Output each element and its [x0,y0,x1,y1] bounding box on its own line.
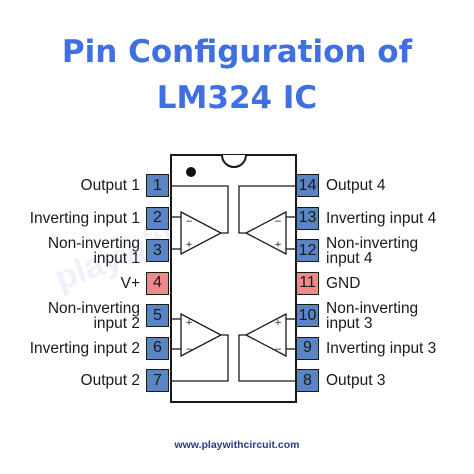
pin-9: 9 [296,336,319,360]
pin-6-label: Inverting input 2 [29,339,140,357]
pin-10-label-line2: input 3 [326,314,373,332]
opamp-4-minus-sign: − [274,217,282,227]
pin-8: 8 [296,369,319,392]
opamp-2-triangle [180,312,223,358]
opamp-3-triangle [244,312,287,358]
pin-3-label-line1: Non-inverting [47,234,140,252]
pin-13-label: Inverting input 4 [326,209,437,227]
opamp-2-minus-sign: − [185,345,193,355]
pin-6: 6 [146,336,169,360]
pin-5-label-line1: Non-inverting [47,299,140,317]
page-title-line1: Pin Configuration of [61,34,413,70]
pin-14: 14 [296,174,319,197]
pin-7: 7 [146,369,169,392]
pin-2-label: Inverting input 1 [29,209,140,227]
pin-4-label: V+ [120,274,140,292]
opamp-3-output-lead [238,334,296,382]
pin-12-label-line1: Non-inverting [326,234,419,252]
pin-12: 12 [296,239,319,262]
pin-2: 2 [146,206,169,230]
page-title-line2: LM324 IC [156,80,318,116]
pin-1: 1 [146,174,169,197]
opamp-4-plus-sign: + [274,240,282,250]
pin-12-label-line2: input 4 [326,249,373,267]
ic-notch [221,154,247,168]
opamp-4-triangle [244,210,287,256]
pin-11: 11 [296,271,319,295]
ic-body [170,154,297,403]
pin-10: 10 [296,304,319,327]
pin-9-label: Inverting input 3 [326,339,437,357]
opamp-4-output-lead [238,185,296,234]
pin1-marker-dot [186,167,196,177]
footer-url: www.playwithcircuit.com [174,439,300,451]
pin-7-label: Output 2 [80,372,140,389]
pin-10-label-line1: Non-inverting [326,299,419,317]
pin-1-label: Output 1 [80,177,140,194]
opamp-3-plus-sign: + [274,318,282,328]
opamp-2-output-lead [171,334,229,382]
pin-5: 5 [146,304,169,327]
pin-3-label-line2: input 1 [93,249,140,267]
pin-4: 4 [146,271,169,295]
opamp-1-output-lead [171,185,229,234]
opamp-1-plus-sign: + [185,240,193,250]
pin-11-label: GND [326,274,361,292]
pin-13: 13 [296,206,319,230]
pin-14-label: Output 4 [326,177,386,194]
pin-3: 3 [146,239,169,262]
opamp-1-minus-sign: − [185,217,193,227]
pin-8-label: Output 3 [326,372,386,389]
opamp-2-plus-sign: + [185,318,193,328]
pin-5-label-line2: input 2 [93,314,140,332]
opamp-1-triangle [180,210,223,256]
opamp-3-minus-sign: − [274,345,282,355]
